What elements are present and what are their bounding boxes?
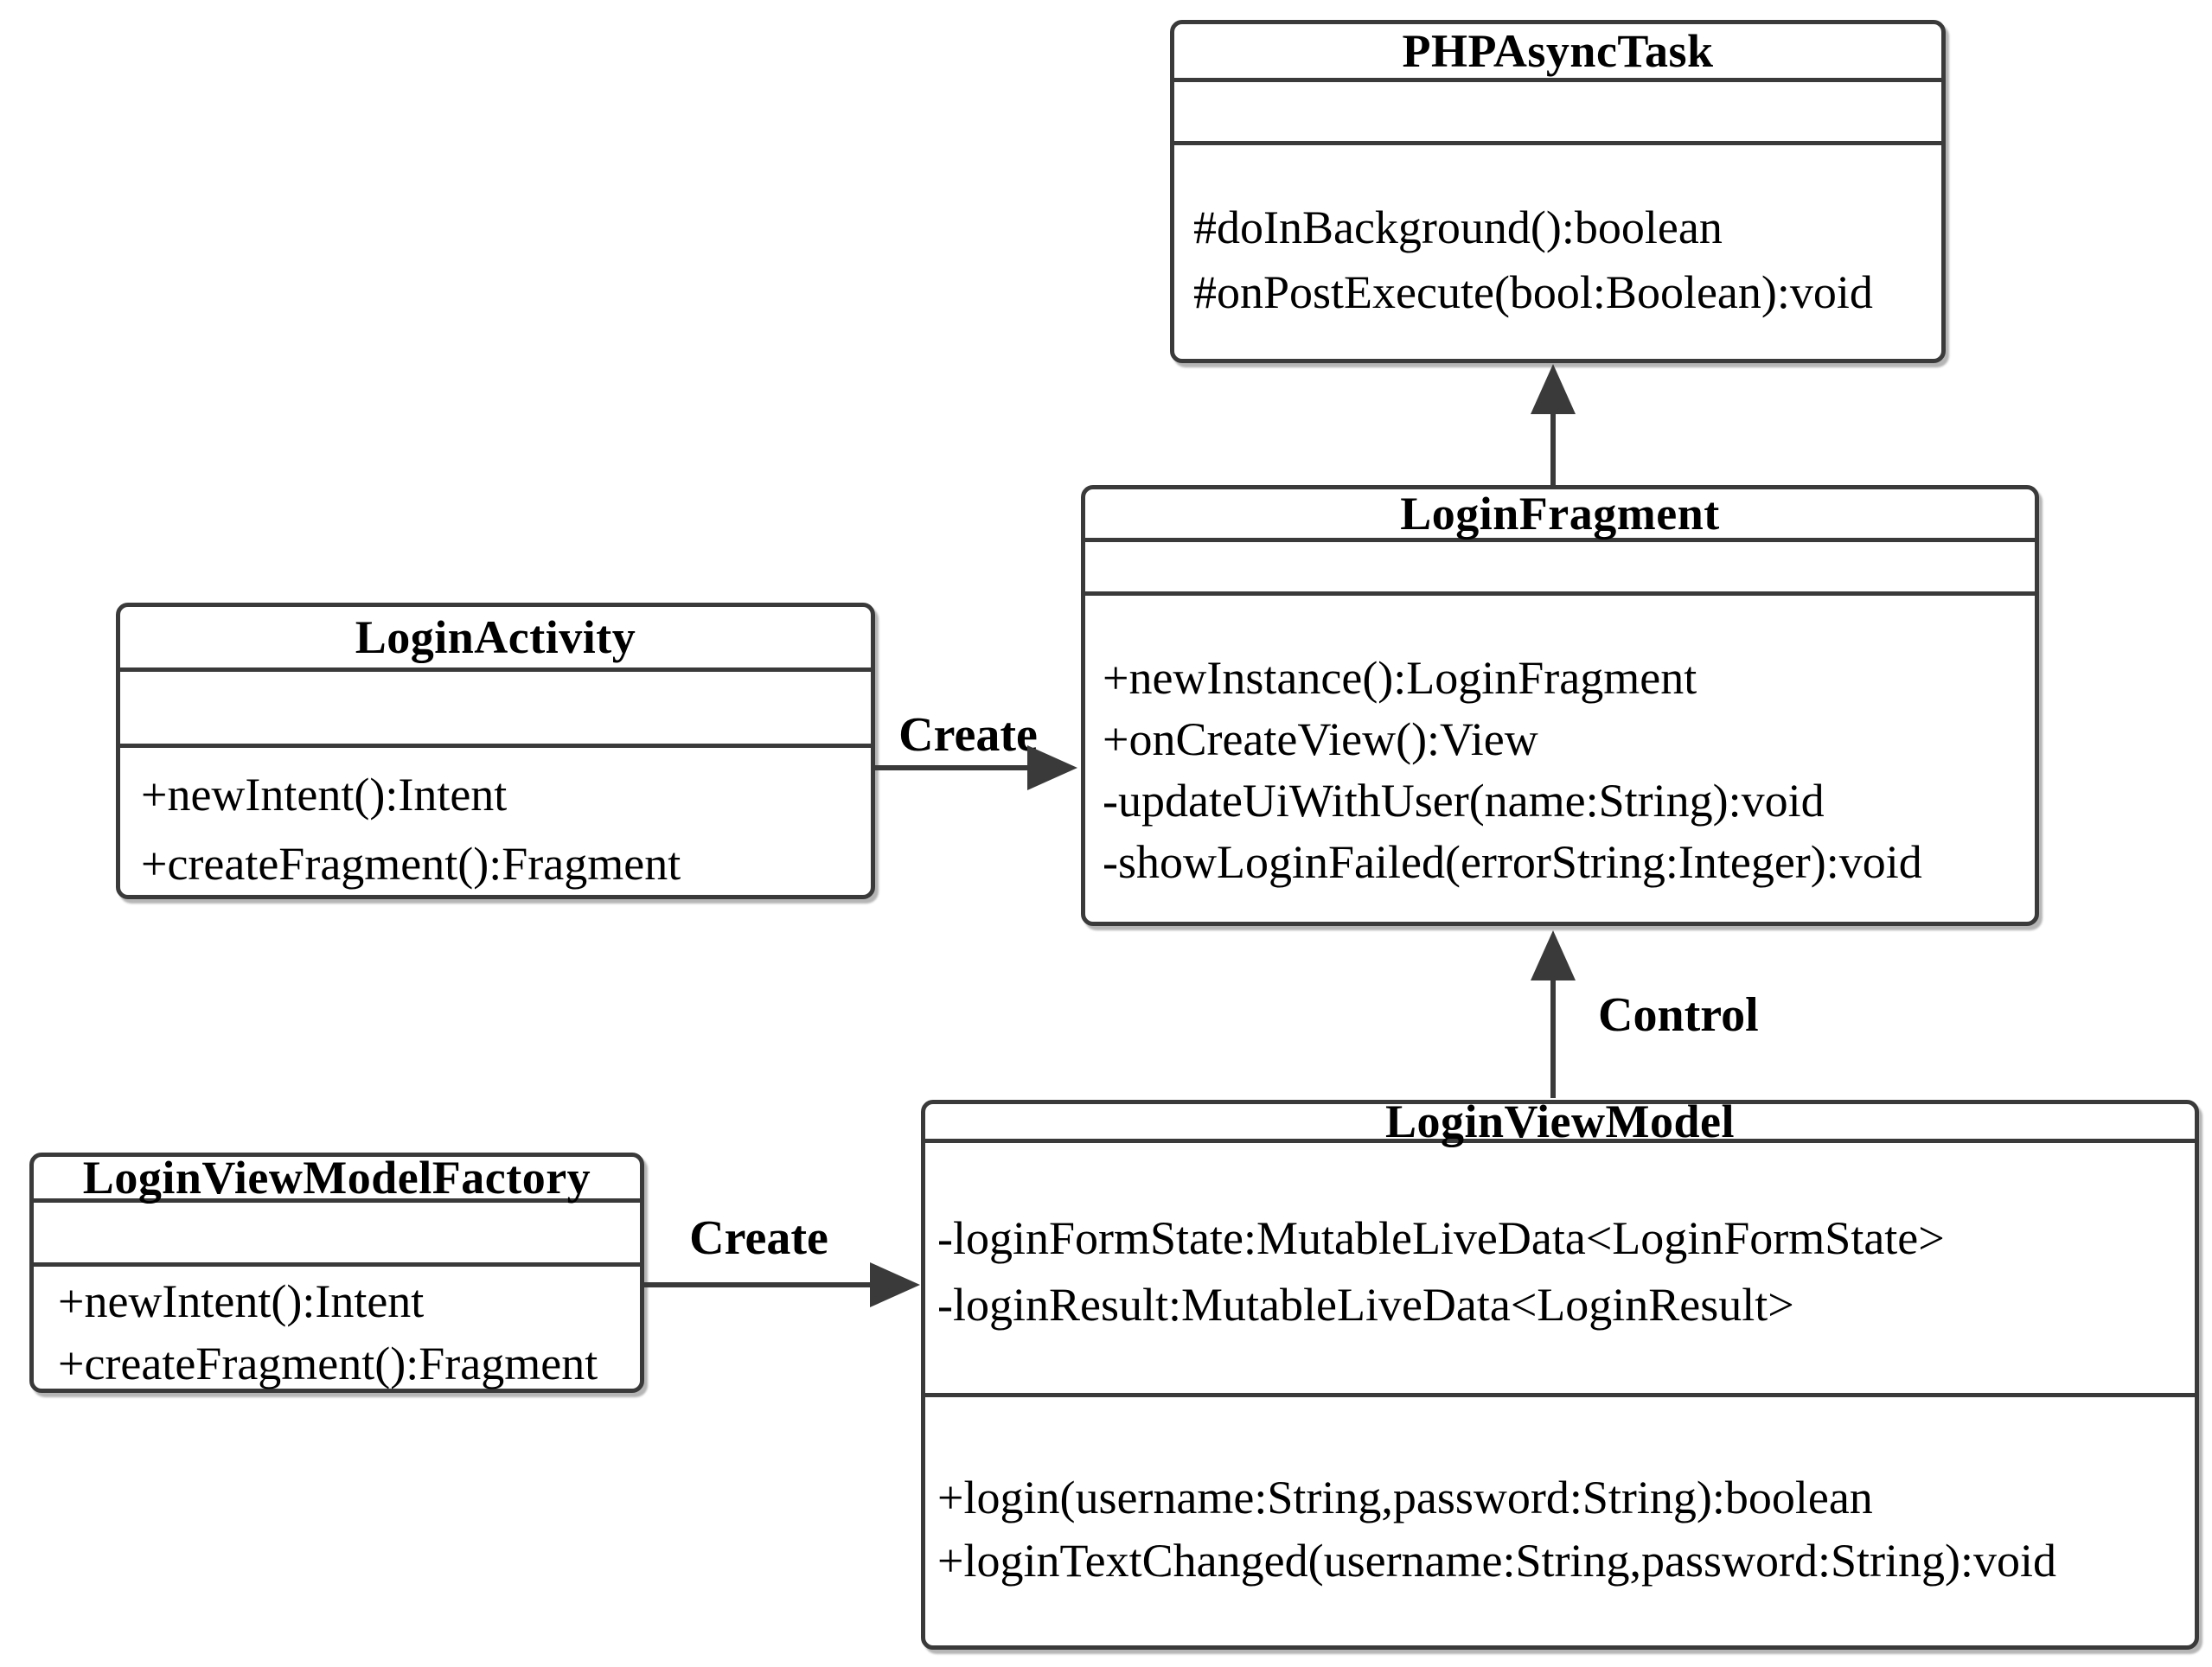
relation-label-create: Create — [689, 1211, 828, 1265]
class-title: LoginViewModelFactory — [34, 1152, 640, 1204]
attributes-compartment — [1174, 82, 1941, 145]
method-text: +onCreateView():View — [1103, 713, 1538, 765]
methods-compartment: +login(username:String,password:String):… — [925, 1397, 2195, 1645]
method-text: #onPostExecute(bool:Boolean):void — [1193, 266, 1873, 318]
method-text: +login(username:String,password:String):… — [937, 1472, 1873, 1523]
fields-compartment: -loginFormState:MutableLiveData<LoginFor… — [925, 1143, 2195, 1397]
method-text: +newIntent():Intent — [58, 1275, 425, 1327]
method-text: -updateUiWithUser(name:String):void — [1103, 775, 1825, 827]
class-title: LoginViewModel — [925, 1095, 2195, 1147]
class-box-loginfragment: LoginFragment +newInstance():LoginFragme… — [1081, 485, 2039, 926]
class-title: LoginActivity — [120, 607, 871, 672]
attributes-compartment — [34, 1203, 640, 1267]
method-text: +newInstance():LoginFragment — [1103, 652, 1697, 704]
field-text: -loginResult:MutableLiveData<LoginResult… — [937, 1279, 1794, 1331]
class-box-loginviewmodel: LoginViewModel -loginFormState:MutableLi… — [921, 1095, 2199, 1650]
method-text: +newIntent():Intent — [141, 769, 508, 821]
class-box-phpasynctask: PHPAsyncTask #doInBackground():boolean #… — [1170, 20, 1946, 363]
method-text: -showLoginFailed(errorString:Integer):vo… — [1103, 836, 1922, 888]
arrowhead-right-icon — [870, 1262, 920, 1307]
relation-label-create: Create — [898, 708, 1038, 762]
methods-compartment: +newIntent():Intent +createFragment():Fr… — [120, 748, 871, 898]
arrow-line — [1550, 410, 1556, 485]
method-text: +createFragment():Fragment — [58, 1338, 598, 1389]
arrowhead-up-icon — [1531, 930, 1576, 980]
arrowhead-up-icon — [1531, 364, 1576, 414]
field-text: -loginFormState:MutableLiveData<LoginFor… — [937, 1212, 1945, 1264]
method-text: +loginTextChanged(username:String,passwo… — [937, 1535, 2056, 1587]
class-box-loginviewmodelfactory: LoginViewModelFactory +newIntent():Inten… — [29, 1152, 644, 1395]
arrow-line — [1550, 976, 1556, 1098]
method-text: #doInBackground():boolean — [1193, 201, 1723, 253]
attributes-compartment — [1085, 542, 2035, 596]
class-title: PHPAsyncTask — [1174, 24, 1941, 82]
methods-compartment: +newIntent():Intent +createFragment():Fr… — [34, 1267, 640, 1395]
arrow-line — [644, 1282, 872, 1287]
arrowhead-right-icon — [1027, 745, 1077, 790]
methods-compartment: #doInBackground():boolean #onPostExecute… — [1174, 145, 1941, 359]
class-title: LoginFragment — [1085, 488, 2035, 542]
methods-compartment: +newInstance():LoginFragment +onCreateVi… — [1085, 596, 2035, 922]
class-box-loginactivity: LoginActivity +newIntent():Intent +creat… — [116, 603, 875, 899]
attributes-compartment — [120, 672, 871, 748]
method-text: +createFragment():Fragment — [141, 838, 681, 890]
relation-label-control: Control — [1598, 988, 1759, 1042]
arrow-line — [875, 765, 1031, 770]
